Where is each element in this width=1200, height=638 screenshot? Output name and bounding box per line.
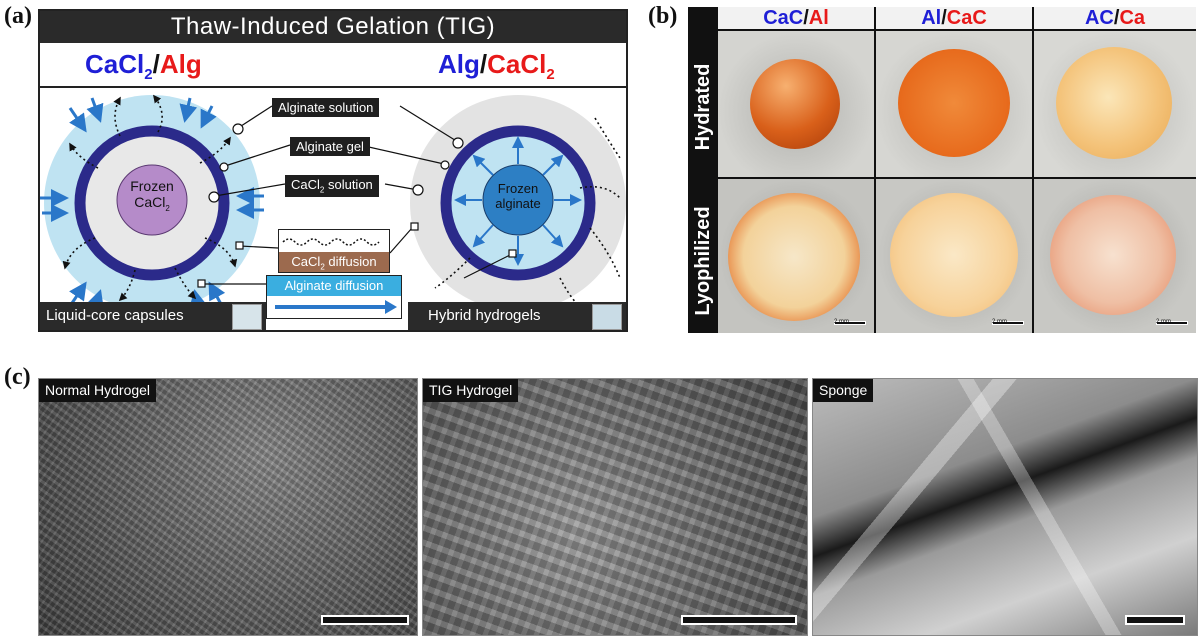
tig-schematic <box>40 94 626 317</box>
alginate-diffusion-box: Alginate diffusion <box>266 275 402 319</box>
heading-cacl2-alg: CaCl2/Alg <box>85 49 202 84</box>
panel-c-label: (c) <box>4 364 31 390</box>
sem-label-sponge: Sponge <box>813 379 874 402</box>
panel-b-grid: CaC/Al Al/CaC AC/Ca Hydrated Lyophilized… <box>688 7 1196 333</box>
left-core-label: Frozen CaCl2 <box>130 178 174 213</box>
right-core <box>482 164 554 236</box>
alginate-diffusion-label: Alginate diffusion <box>267 276 401 296</box>
col-header-ac-ca: AC/Ca <box>1034 7 1196 29</box>
sem-sponge: Sponge <box>812 378 1198 636</box>
cacl2-diffusion-box: CaCl2 diffusion <box>278 229 390 273</box>
row-label-hydrated: Hydrated <box>692 63 714 151</box>
sem-tig-hydrogel: TIG Hydrogel <box>422 378 808 636</box>
sem-label-normal-hydrogel: Normal Hydrogel <box>39 379 157 402</box>
panel-a-frame: Thaw-Induced Gelation (TIG) CaCl2/Alg Al… <box>38 9 628 332</box>
scale-bar-sponge <box>1125 615 1185 625</box>
callout-cacl2-solution: CaCl2 solution <box>285 175 379 197</box>
scale-label-3: 2 mm <box>1156 319 1171 325</box>
scale-label-1: 2 mm <box>834 319 849 325</box>
scale-bar-normal <box>321 615 409 625</box>
right-core-label: Frozen alginate <box>495 181 541 211</box>
photo-cac-al-lyophilized <box>718 179 874 333</box>
photo-al-cac-lyophilized <box>876 179 1032 333</box>
col-header-cac-al: CaC/Al <box>718 7 874 29</box>
heading-divider <box>40 86 626 88</box>
panel-a-label: (a) <box>4 3 32 29</box>
footer-liquid-core-capsules: Liquid-core capsules <box>40 302 266 330</box>
cacl2-diffusion-label: CaCl2 diffusion <box>279 252 389 272</box>
panel-b-label: (b) <box>648 3 678 29</box>
wavy-line-icon <box>282 238 380 246</box>
footer-hybrid-hydrogels: Hybrid hydrogels <box>408 302 626 330</box>
row-label-lyophilized: Lyophilized <box>692 206 714 316</box>
callout-alginate-gel: Alginate gel <box>290 137 370 156</box>
sem-normal-hydrogel: Normal Hydrogel <box>38 378 418 636</box>
panel-a-title: Thaw-Induced Gelation (TIG) <box>40 11 626 43</box>
photo-al-cac-hydrated <box>876 31 1032 177</box>
scale-bar-tig <box>681 615 797 625</box>
heading-alg-cacl2: Alg/CaCl2 <box>438 49 555 84</box>
hydrogel-thumbnail <box>592 304 622 330</box>
photo-ac-ca-hydrated <box>1034 31 1196 177</box>
sem-label-tig-hydrogel: TIG Hydrogel <box>423 379 519 402</box>
diffusion-arrow-icon <box>275 300 397 314</box>
capsule-thumbnail <box>232 304 262 330</box>
callout-alginate-solution: Alginate solution <box>272 98 380 117</box>
photo-cac-al-hydrated <box>718 31 874 177</box>
photo-ac-ca-lyophilized <box>1034 179 1196 333</box>
scale-label-2: 2 mm <box>992 319 1007 325</box>
col-header-al-cac: Al/CaC <box>876 7 1032 29</box>
left-core <box>116 164 188 236</box>
